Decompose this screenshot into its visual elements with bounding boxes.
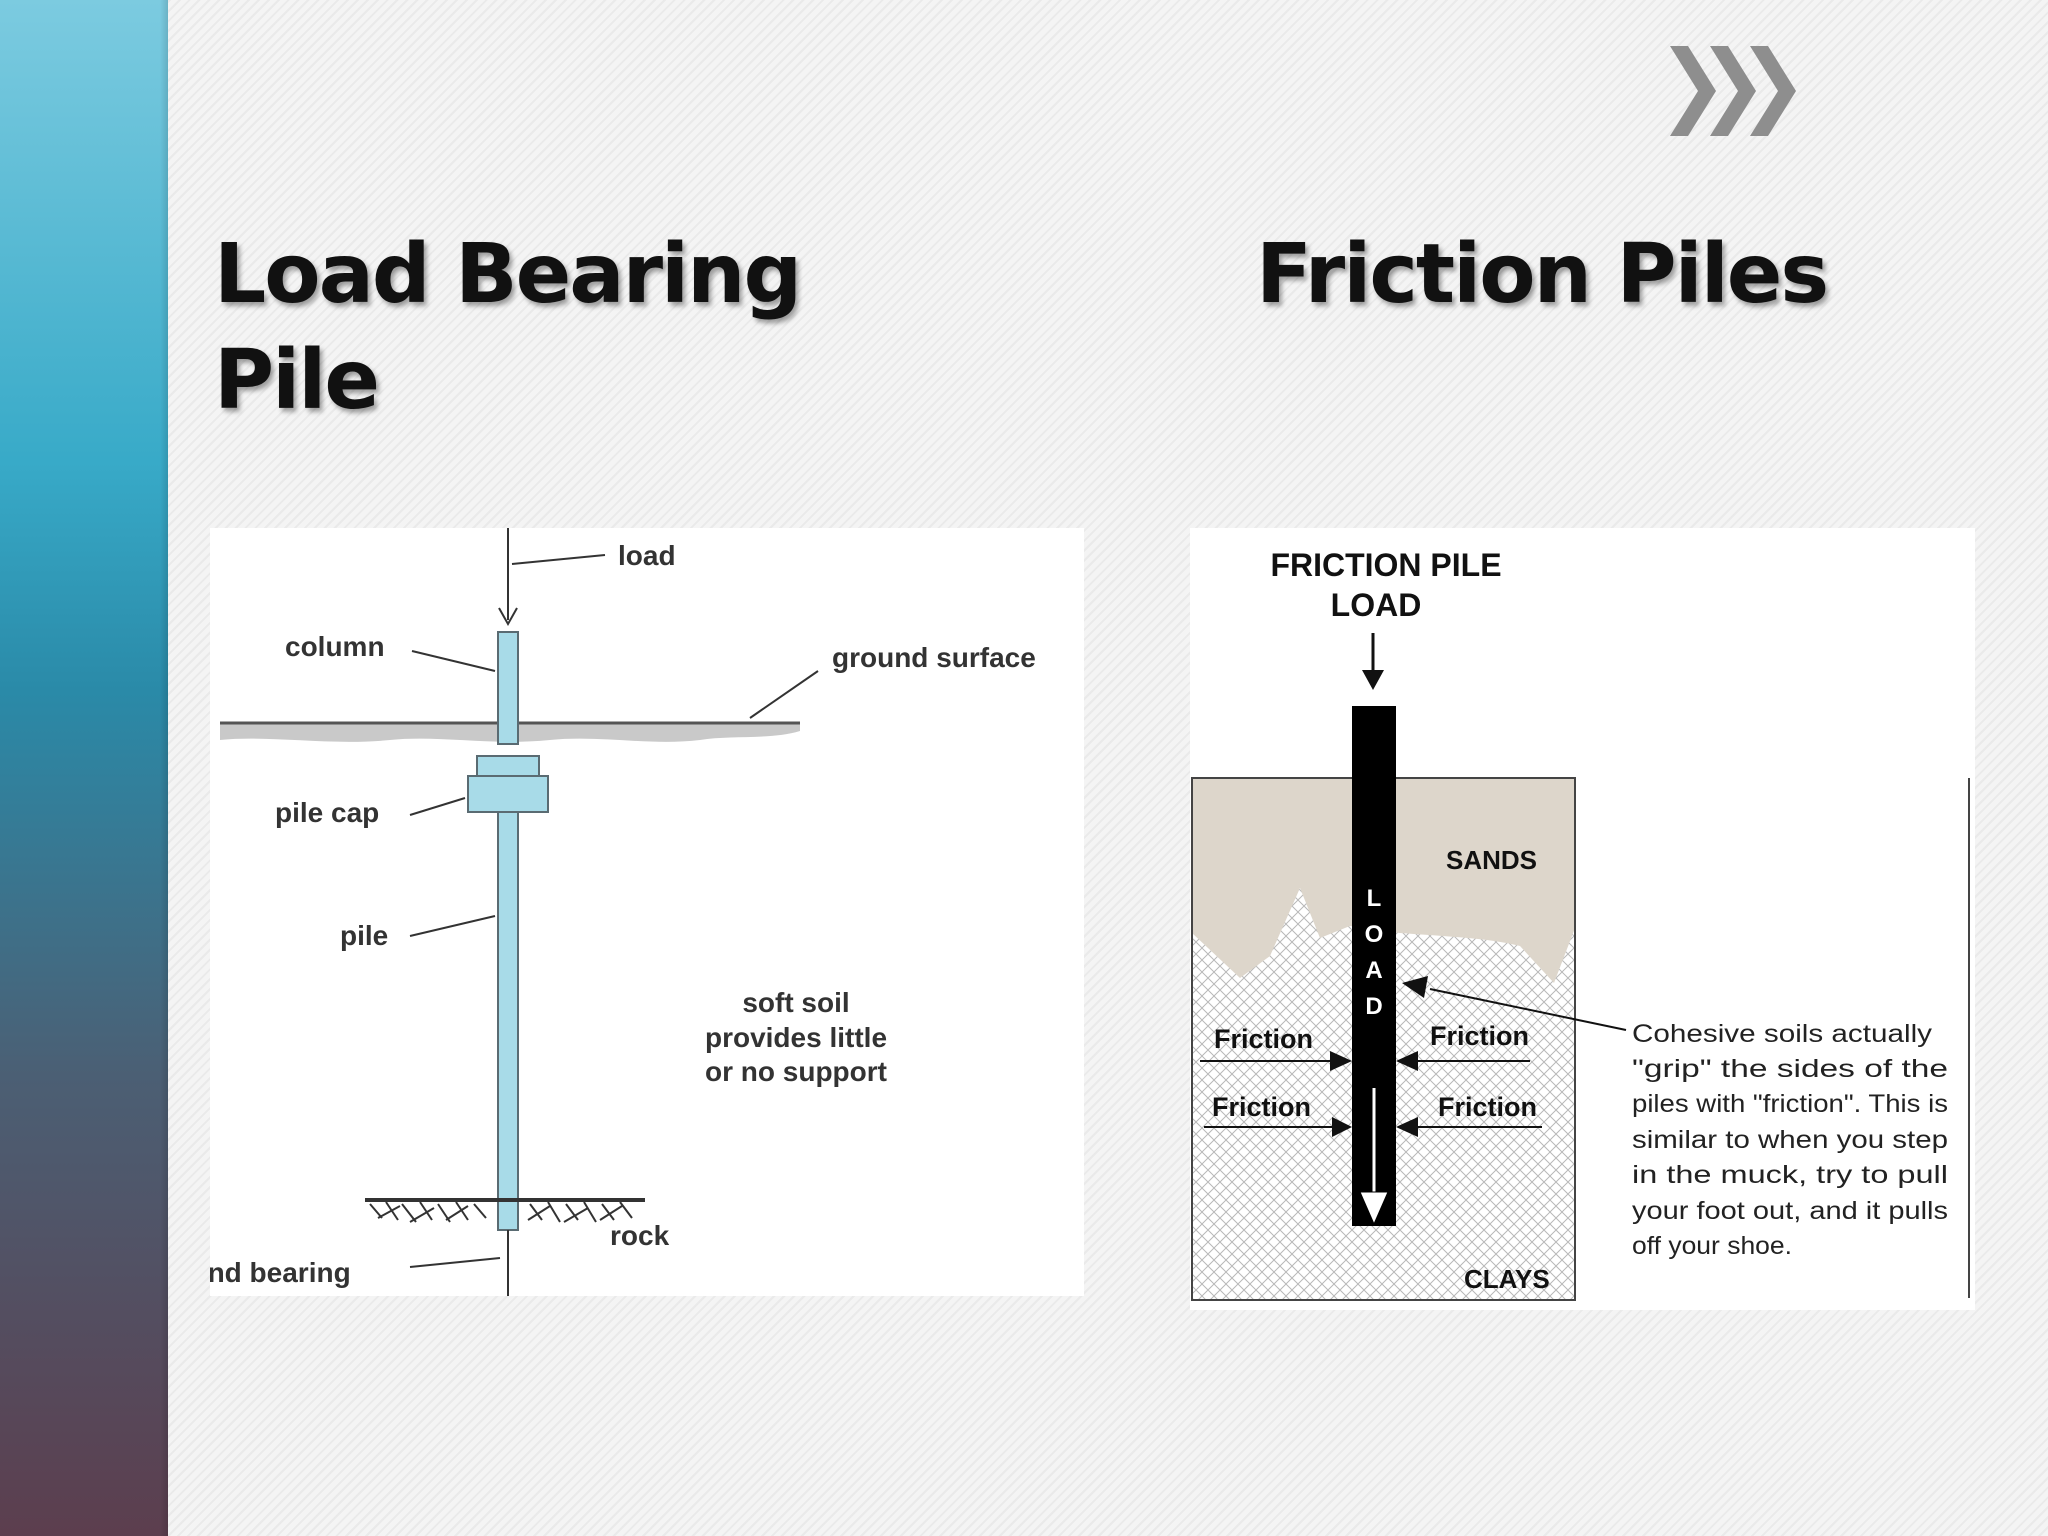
column-shape [497, 631, 519, 745]
triple-chevron-right-icon[interactable] [1668, 36, 1818, 146]
pile-cap-label: pile cap [275, 797, 379, 828]
note-pointer-line [1429, 988, 1627, 1031]
pile-letter-o: O [1365, 921, 1384, 948]
pile-letter-l: L [1367, 885, 1382, 912]
friction-arrows [1200, 1060, 1542, 1128]
note-line-2: "grip" the sides of the [1632, 1055, 1948, 1083]
soft-soil-line-3: or no support [705, 1056, 887, 1087]
pile-inner-arrowhead [1359, 1191, 1389, 1226]
load-label: load [618, 540, 676, 571]
clays-label: CLAYS [1464, 1264, 1550, 1294]
note-line-5: in the muck, try to pull [1632, 1161, 1948, 1189]
friction-pile-title-line-2: LOAD [1331, 587, 1422, 623]
leader-lines [409, 554, 819, 1268]
pile-cap-shape [467, 775, 549, 813]
end-bearing-label: end bearing [210, 1257, 351, 1288]
note-line-7: off your shoe. [1632, 1232, 1792, 1260]
note-line-4: similar to when you step [1632, 1126, 1948, 1154]
friction-pile-diagram: L O A D FRICTION PILE LOAD SANDS CLAYS F… [1190, 528, 1975, 1310]
load-arrowhead [498, 607, 518, 627]
friction-arrowhead [1332, 1117, 1352, 1137]
pile-shape [497, 811, 519, 1231]
load-bearing-pile-title: Load Bearing Pile [214, 227, 802, 428]
friction-arrowhead [1396, 1051, 1418, 1071]
note-pointer-arrowhead [1402, 976, 1428, 998]
soft-soil-line-1: soft soil [742, 987, 849, 1018]
friction-arrowhead [1330, 1051, 1352, 1071]
friction-label-top-left: Friction [1214, 1024, 1313, 1054]
friction-arrowhead [1396, 1117, 1418, 1137]
friction-label-top-right: Friction [1430, 1021, 1529, 1051]
friction-piles-title: Friction Piles [1256, 227, 1829, 322]
column-label: column [285, 631, 385, 662]
note-line-6: your foot out, and it pulls [1632, 1197, 1948, 1225]
sands-label: SANDS [1446, 845, 1537, 875]
pile-letter-a: A [1365, 957, 1382, 984]
top-load-arrowhead [1362, 670, 1384, 690]
friction-pile-title-line-1: FRICTION PILE [1270, 547, 1501, 583]
note-line-1: Cohesive soils actually [1632, 1020, 1933, 1048]
pile-cap-top [476, 755, 540, 777]
friction-label-bottom-right: Friction [1438, 1092, 1537, 1122]
ground-surface-label: ground surface [832, 642, 1036, 673]
pile-letter-d: D [1365, 993, 1382, 1020]
friction-label-bottom-left: Friction [1212, 1092, 1311, 1122]
end-bearing-pile-diagram: load column ground surface pile cap pile… [192, 528, 1084, 1296]
rock-hatch [365, 1198, 645, 1223]
sidebar-accent-bar [0, 0, 168, 1536]
note-line-3: piles with "friction". This is [1632, 1090, 1948, 1118]
soft-soil-line-2: provides little [705, 1022, 887, 1053]
pile-label: pile [340, 920, 388, 951]
rock-label: rock [610, 1220, 670, 1251]
